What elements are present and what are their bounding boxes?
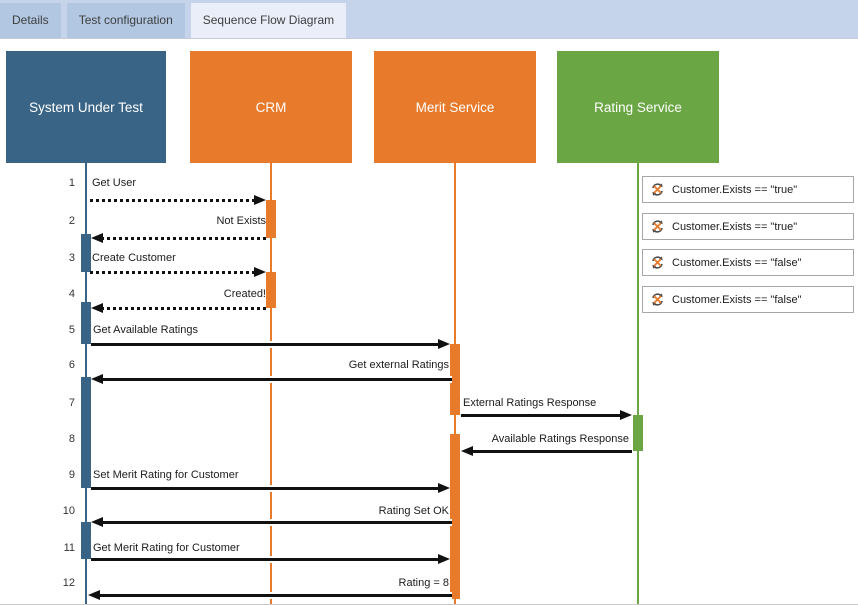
message-arrowhead-left-icon — [88, 590, 100, 600]
message-number: 7 — [68, 397, 75, 409]
message-arrowhead-right-icon — [438, 483, 450, 493]
lifeline-rating-service — [637, 163, 639, 604]
activation-bar-system-under-test — [81, 302, 91, 344]
activation-bar-rating-service — [633, 415, 643, 451]
validation-rule-icon — [652, 220, 663, 233]
message-label[interactable]: Create Customer — [92, 252, 176, 264]
message-number: 12 — [62, 577, 75, 589]
validation-rule-icon — [652, 256, 663, 269]
message-arrowhead-right-icon — [438, 554, 450, 564]
lifeline-header-system-under-test[interactable]: System Under Test — [6, 51, 166, 163]
message-label[interactable]: Created! — [223, 288, 266, 300]
message-number: 9 — [68, 469, 75, 481]
activation-bar-merit-service — [450, 434, 460, 599]
message-arrow-line — [101, 521, 452, 524]
message-arrow-line — [471, 450, 632, 453]
message-arrowhead-right-icon — [620, 410, 632, 420]
message-number: 3 — [68, 252, 75, 264]
message-arrowhead-left-icon — [91, 517, 103, 527]
lifeline-header-label: CRM — [255, 99, 287, 115]
tab-test-configuration[interactable]: Test configuration — [66, 3, 185, 38]
message-number: 2 — [68, 215, 75, 227]
message-arrow-line — [91, 487, 440, 490]
condition-label: Customer.Exists == "true" — [672, 183, 798, 196]
message-label[interactable]: Get external Ratings — [348, 359, 449, 371]
condition-label: Customer.Exists == "false" — [672, 293, 802, 306]
condition-box[interactable]: Customer.Exists == "false" — [642, 249, 854, 276]
tab-sequence-flow-diagram[interactable]: Sequence Flow Diagram — [190, 3, 347, 38]
condition-box[interactable]: Customer.Exists == "true" — [642, 176, 854, 203]
condition-label: Customer.Exists == "false" — [672, 256, 802, 269]
message-label[interactable]: Get Available Ratings — [93, 324, 198, 336]
condition-box[interactable]: Customer.Exists == "false" — [642, 286, 854, 313]
activation-bar-crm — [266, 272, 276, 308]
lifeline-header-label: Merit Service — [415, 99, 495, 115]
lifeline-header-label: Rating Service — [594, 99, 682, 115]
message-arrowhead-right-icon — [254, 195, 266, 205]
validation-rule-icon — [652, 183, 663, 196]
message-arrowhead-right-icon — [254, 267, 266, 277]
message-number: 5 — [68, 324, 75, 336]
condition-label: Customer.Exists == "true" — [672, 220, 798, 233]
lifeline-header-label: System Under Test — [29, 99, 143, 115]
message-arrowhead-right-icon — [438, 339, 450, 349]
message-arrowhead-left-icon — [461, 446, 473, 456]
tab-details[interactable]: Details — [0, 3, 61, 38]
message-arrowhead-left-icon — [91, 233, 103, 243]
activation-bar-merit-service — [450, 344, 460, 415]
message-arrow-line — [90, 199, 256, 202]
message-arrow-line — [101, 378, 452, 381]
message-label[interactable]: Get Merit Rating for Customer — [93, 542, 240, 554]
message-number: 10 — [62, 505, 75, 517]
message-label[interactable]: Set Merit Rating for Customer — [93, 469, 239, 481]
message-label[interactable]: Not Exists — [216, 215, 266, 227]
message-arrow-line — [91, 558, 440, 561]
validation-rule-icon — [652, 293, 663, 306]
message-arrowhead-left-icon — [91, 303, 103, 313]
lifeline-header-merit-service[interactable]: Merit Service — [374, 51, 536, 163]
message-arrow-line — [91, 343, 440, 346]
activation-bar-system-under-test — [81, 522, 91, 559]
message-arrow-line — [101, 307, 269, 310]
message-label[interactable]: External Ratings Response — [463, 397, 597, 409]
message-arrow-line — [101, 237, 269, 240]
lifeline-header-crm[interactable]: CRM — [190, 51, 352, 163]
message-number: 8 — [68, 433, 75, 445]
lifeline-crm — [270, 163, 272, 604]
message-label[interactable]: Get User — [92, 177, 137, 189]
message-number: 6 — [68, 359, 75, 371]
message-number: 4 — [68, 288, 75, 300]
activation-bar-system-under-test — [81, 377, 91, 488]
condition-box[interactable]: Customer.Exists == "true" — [642, 213, 854, 240]
message-number: 1 — [68, 177, 75, 189]
message-arrowhead-left-icon — [91, 374, 103, 384]
message-arrow-line — [461, 414, 622, 417]
message-arrow-line — [90, 271, 256, 274]
message-label[interactable]: Available Ratings Response — [491, 433, 629, 445]
activation-bar-crm — [266, 200, 276, 238]
message-label[interactable]: Rating = 8 — [398, 577, 449, 589]
message-arrow-line — [98, 594, 452, 597]
message-number: 11 — [63, 542, 75, 554]
lifeline-header-rating-service[interactable]: Rating Service — [557, 51, 719, 163]
activation-bar-system-under-test — [81, 234, 91, 272]
message-label[interactable]: Rating Set OK — [378, 505, 449, 517]
